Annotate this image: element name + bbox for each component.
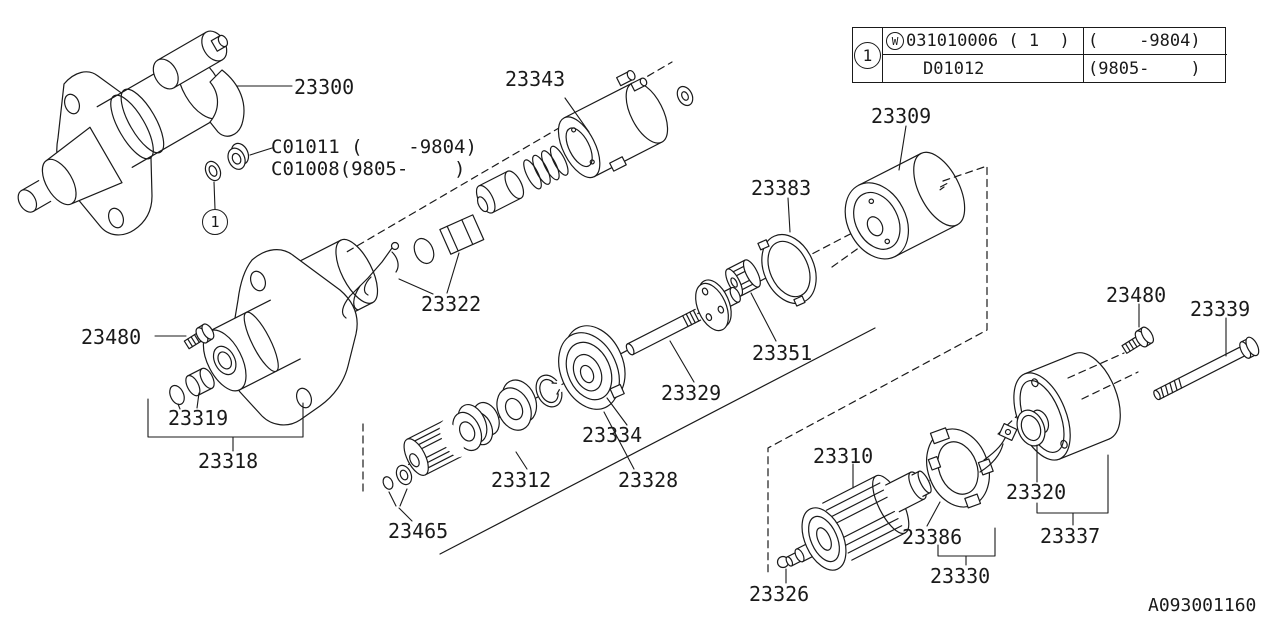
table-row1-range: ( -9804) xyxy=(1088,31,1201,51)
leader-lines xyxy=(147,85,1227,584)
drawing-yoke-23309 xyxy=(844,151,966,260)
part-label-23309: 23309 xyxy=(871,104,932,128)
part-label-23319: 23319 xyxy=(168,406,229,430)
table-row2-partno: D01012 xyxy=(923,58,985,79)
drawing-clip-washer-23465 xyxy=(382,464,413,490)
drawing-bolt-23480-left xyxy=(183,323,215,350)
drawing-clutch-pinion-23312 xyxy=(403,404,488,476)
part-label-c01008: C01008(9805- ) xyxy=(271,158,466,180)
part-label-23322: 23322 xyxy=(421,292,482,316)
part-label-23330: 23330 xyxy=(930,564,991,588)
part-label-23383: 23383 xyxy=(751,176,812,200)
drawing-shift-lever-23322 xyxy=(341,214,485,319)
part-label-23386: 23386 xyxy=(902,525,963,549)
part-label-23318: 23318 xyxy=(198,449,259,473)
part-label-23480-left: 23480 xyxy=(81,325,142,349)
drawing-code: A093001160 xyxy=(1148,595,1257,616)
part-label-23337: 23337 xyxy=(1040,524,1101,548)
part-label-c01011: C01011 ( -9804) xyxy=(271,136,477,158)
drawing-gear-23351 xyxy=(725,259,761,297)
part-label-23343: 23343 xyxy=(505,67,566,91)
table-row2-range-cell: (9805- ) xyxy=(1084,55,1227,82)
drawing-through-bolt-23339 xyxy=(1153,336,1260,401)
table-row1-partno-cell: W 031010006 ( 1 ) xyxy=(883,28,1084,55)
table-row1-partno: 031010006 ( 1 ) xyxy=(906,31,1070,51)
table-ref-marker: 1 xyxy=(854,41,881,69)
part-label-23480-right: 23480 xyxy=(1106,283,1167,307)
drawing-starter-assembly-23318 xyxy=(169,238,379,426)
part-label-23334: 23334 xyxy=(582,423,643,447)
applicability-table: 1 W 031010006 ( 1 ) ( -9804) D01012 (980… xyxy=(852,27,1227,83)
drawing-starter-assembly-23300 xyxy=(17,30,245,236)
drawing-brush-holder-23386 xyxy=(926,423,1018,509)
drawing-snap-ring-23334 xyxy=(535,374,565,408)
table-row1-range-cell: ( -9804) xyxy=(1084,28,1227,55)
part-label-23312: 23312 xyxy=(491,468,552,492)
drawing-bolt-23480-right xyxy=(1121,326,1155,354)
group-boundary-lines xyxy=(362,165,1139,573)
drawing-ring-23383 xyxy=(757,233,817,307)
part-label-23339: 23339 xyxy=(1190,297,1251,321)
part-label-23329: 23329 xyxy=(661,381,722,405)
w-marker-icon: W xyxy=(886,32,904,50)
drawing-shaft-23329 xyxy=(625,279,741,356)
group-line-solid xyxy=(439,327,876,555)
table-ref-cell: 1 xyxy=(853,28,883,82)
part-label-23465: 23465 xyxy=(388,519,449,543)
drawing-end-frame-23337 xyxy=(1013,352,1121,461)
part-label-23326: 23326 xyxy=(749,582,810,606)
part-label-23328: 23328 xyxy=(618,468,679,492)
drawing-stop-collar xyxy=(496,379,538,431)
drawing-armature-23310 xyxy=(776,470,932,571)
drawing-solenoid-23343 xyxy=(475,69,694,214)
part-label-23300: 23300 xyxy=(294,75,355,99)
callout-1-badge: 1 xyxy=(202,209,228,235)
table-row2-partno-cell: D01012 xyxy=(883,55,1084,82)
drawing-washer-nut-callout1 xyxy=(204,142,250,182)
part-label-23310: 23310 xyxy=(813,444,874,468)
table-row2-range: (9805- ) xyxy=(1088,58,1201,79)
drawing-retainer-23328 xyxy=(558,325,626,410)
part-label-23351: 23351 xyxy=(752,341,813,365)
drawing-ring-23320 xyxy=(1016,409,1046,447)
part-label-23320: 23320 xyxy=(1006,480,1067,504)
